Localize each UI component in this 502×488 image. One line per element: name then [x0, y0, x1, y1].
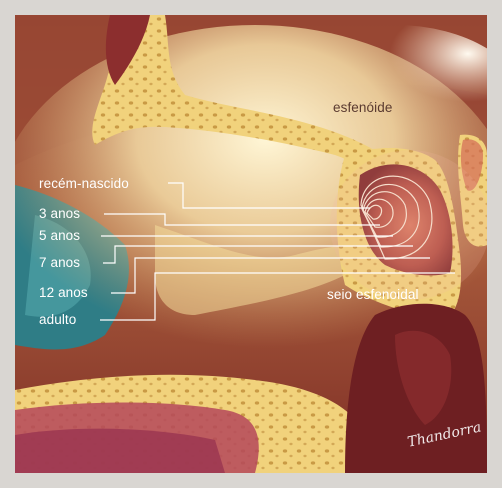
label-age-7: 7 anos — [39, 255, 80, 271]
label-age-adult: adulto — [39, 312, 76, 328]
label-age-5: 5 anos — [39, 228, 80, 244]
label-age-12: 12 anos — [39, 285, 88, 301]
label-sphenoid-sinus: seio esfenoidal — [327, 287, 419, 303]
label-sphenoid: esfenóide — [333, 100, 392, 116]
anatomical-illustration: esfenóide seio esfenoidal recém-nascido … — [15, 15, 487, 473]
label-age-3: 3 anos — [39, 206, 80, 222]
label-age-newborn: recém-nascido — [39, 176, 129, 192]
illustration-svg — [15, 15, 487, 473]
